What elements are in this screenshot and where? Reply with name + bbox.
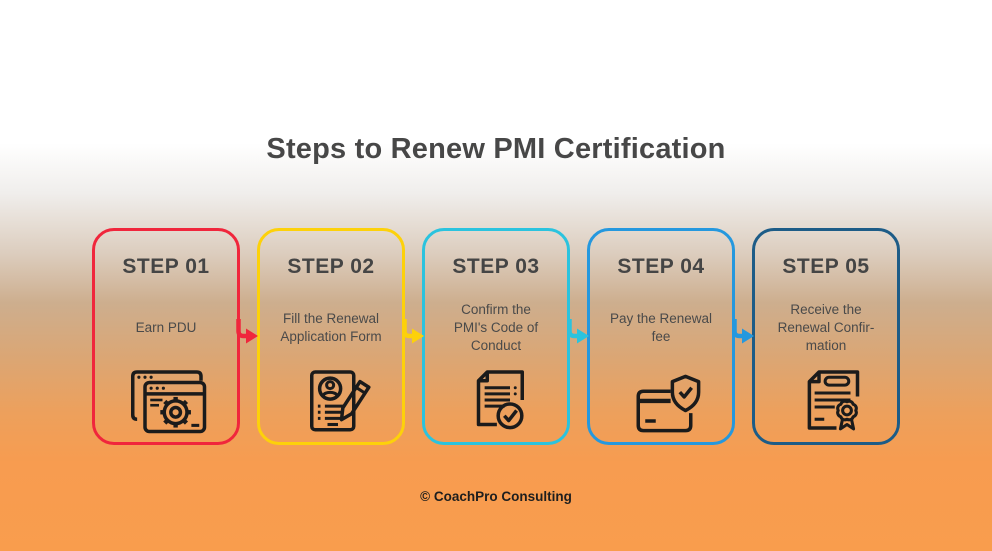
copyright-text: © CoachPro Consulting [420, 489, 572, 504]
step-description: Confirm the PMI's Code of Conduct [453, 301, 539, 354]
steps-row: STEP 01 Earn PDU [92, 228, 900, 445]
browser-gear-icon [124, 365, 208, 440]
step-card-4: STEP 04 Pay the Renewal fee [587, 228, 735, 445]
step-card-3: STEP 03 Confirm the PMI's Code of Conduc… [422, 228, 570, 445]
certificate-ribbon-icon [784, 365, 868, 440]
step-card-5: STEP 05 Receive the Renewal Confir- mati… [752, 228, 900, 445]
arrow-step4-to-step5-icon [730, 319, 756, 347]
renewal-form-pencil-icon [289, 365, 373, 440]
step-card-2: STEP 02 Fill the Renewal Application For… [257, 228, 405, 445]
step-description: Earn PDU [135, 319, 197, 335]
step-description: Fill the Renewal Application Form [280, 310, 382, 344]
step-label: STEP 05 [782, 255, 870, 278]
step-label: STEP 03 [452, 255, 540, 278]
step-label: STEP 04 [617, 255, 705, 278]
page-title: Steps to Renew PMI Certification [266, 133, 726, 165]
step-description: Pay the Renewal fee [609, 310, 713, 344]
step-label: STEP 02 [287, 255, 375, 278]
document-check-icon [454, 365, 538, 440]
arrow-step2-to-step3-icon [400, 319, 426, 347]
step-label: STEP 01 [122, 255, 210, 278]
payment-card-shield-icon [619, 365, 703, 440]
arrow-step3-to-step4-icon [565, 319, 591, 347]
step-description: Receive the Renewal Confir- mation [777, 301, 875, 354]
step-card-1: STEP 01 Earn PDU [92, 228, 240, 445]
arrow-step1-to-step2-icon [234, 319, 260, 347]
